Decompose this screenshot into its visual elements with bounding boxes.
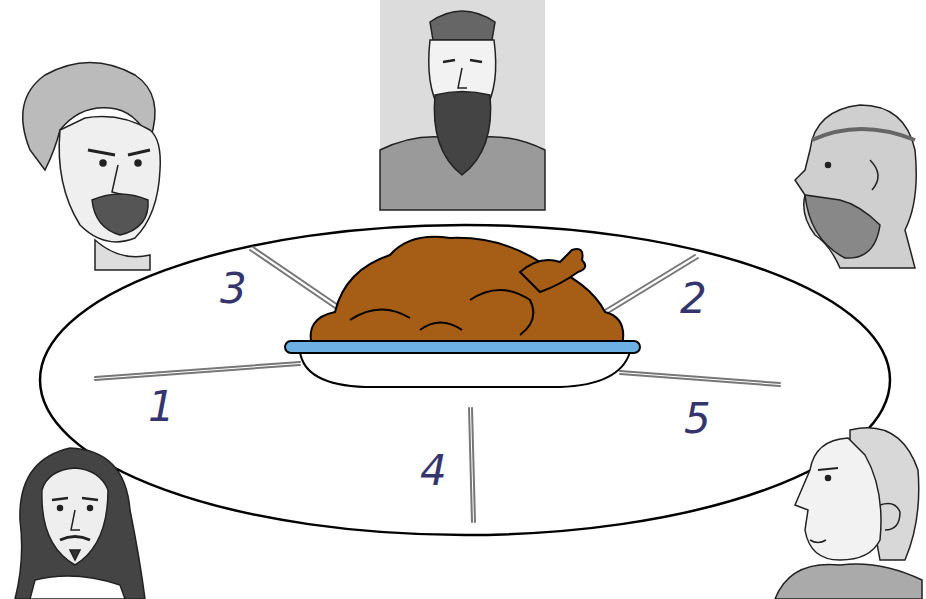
platter-rim — [285, 341, 640, 353]
callout-number: 1 — [148, 386, 175, 428]
portrait-plato — [795, 105, 916, 268]
portrait-confucius — [380, 0, 545, 210]
portrait-descartes — [15, 448, 145, 599]
portrait-kant — [775, 428, 922, 599]
callout-number: 5 — [684, 398, 711, 440]
callout-number: 4 — [420, 450, 447, 492]
platter — [300, 352, 630, 387]
portrait-nietzsche — [23, 63, 161, 271]
callout-number: 2 — [680, 278, 707, 320]
callout-number: 3 — [220, 268, 247, 310]
table — [40, 225, 890, 535]
turkey — [311, 237, 624, 346]
